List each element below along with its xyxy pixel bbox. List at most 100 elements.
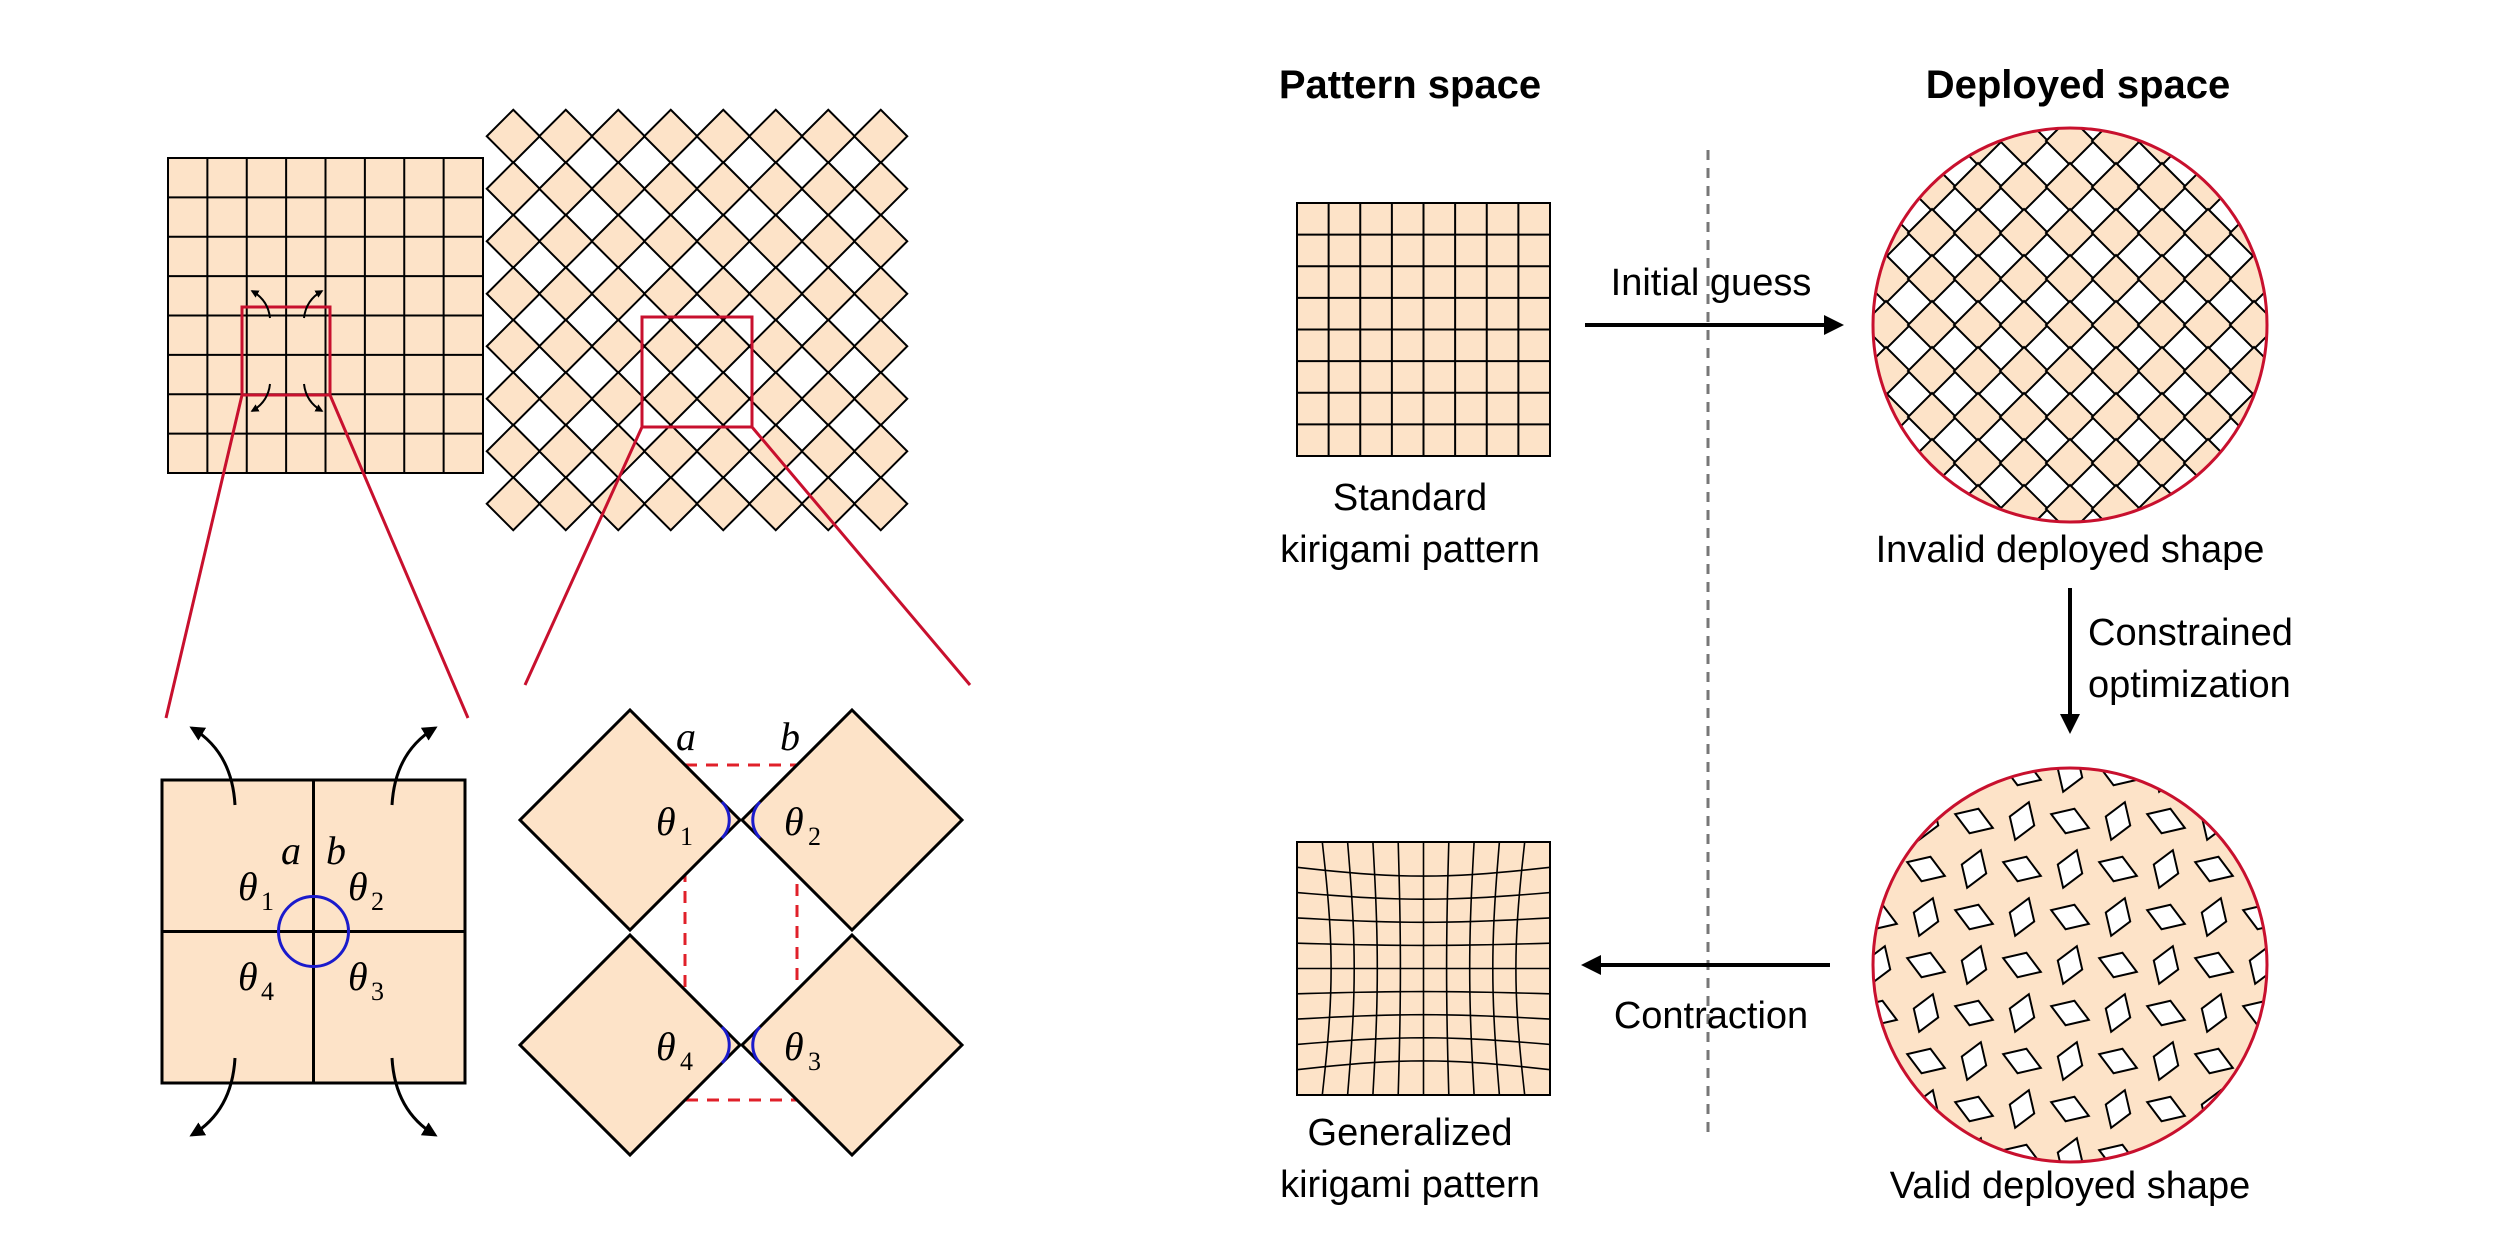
label-constrained-line2: optimization bbox=[2088, 664, 2291, 706]
valid-gap bbox=[1807, 1138, 1853, 1176]
valid-gap bbox=[2152, 1040, 2180, 1082]
invalid-tile bbox=[1952, 253, 2004, 305]
invalid-tile bbox=[1873, 161, 1912, 213]
diamond-tile bbox=[485, 318, 542, 375]
theta2-deployed: θ 2 bbox=[784, 799, 821, 851]
invalid-tile bbox=[2136, 437, 2188, 489]
svg-text:3: 3 bbox=[371, 977, 384, 1006]
invalid-tile bbox=[1952, 299, 2004, 351]
invalid-tile bbox=[2044, 161, 2096, 213]
valid-gap bbox=[2003, 702, 2041, 748]
invalid-tile bbox=[2228, 345, 2267, 397]
valid-gap bbox=[2248, 944, 2267, 986]
invalid-tile bbox=[2182, 391, 2234, 443]
invalid-tile bbox=[1952, 483, 2004, 522]
invalid-tile bbox=[1816, 439, 1864, 487]
invalid-tile bbox=[1816, 255, 1864, 303]
invalid-tile bbox=[2276, 485, 2324, 533]
invalid-tile bbox=[2228, 161, 2267, 213]
invalid-tile bbox=[1862, 71, 1910, 119]
invalid-tile bbox=[2044, 299, 2096, 351]
invalid-tile bbox=[1873, 128, 1912, 167]
diamond-tile bbox=[695, 160, 752, 217]
invalid-tile bbox=[1906, 391, 1958, 443]
invalid-tile bbox=[1873, 253, 1912, 305]
valid-gap bbox=[2049, 807, 2091, 835]
diamond-tile bbox=[695, 318, 752, 375]
label-b-closed: b bbox=[326, 828, 346, 873]
small-grid-rotation-arrows bbox=[250, 290, 324, 412]
diamond-tile bbox=[642, 370, 699, 427]
invalid-tile bbox=[2136, 391, 2188, 443]
diamond-tile bbox=[537, 423, 594, 480]
invalid-tile bbox=[1816, 393, 1864, 441]
diamond-tile bbox=[747, 265, 804, 322]
generalized-pattern-grid bbox=[1296, 841, 1551, 1096]
header-pattern-space: Pattern space bbox=[1279, 63, 1541, 107]
valid-gap bbox=[2200, 992, 2228, 1034]
valid-gap bbox=[1905, 855, 1947, 883]
invalid-tile bbox=[1998, 437, 2050, 489]
invalid-tile bbox=[1906, 207, 1958, 259]
invalid-tile bbox=[2090, 207, 2142, 259]
diamond-tile bbox=[852, 475, 909, 532]
theta2-closed: θ 2 bbox=[348, 864, 384, 916]
invalid-deployed-shape bbox=[1816, 71, 2324, 579]
invalid-tile bbox=[2136, 299, 2188, 351]
warped-line bbox=[1296, 1060, 1551, 1071]
valid-gap bbox=[2049, 999, 2091, 1027]
svg-text:θ: θ bbox=[348, 954, 368, 999]
invalid-tile bbox=[2044, 391, 2096, 443]
invalid-tile bbox=[2276, 117, 2324, 165]
diamond-tile bbox=[747, 318, 804, 375]
diamond-tile bbox=[537, 213, 594, 270]
valid-gap bbox=[1953, 1095, 1995, 1123]
valid-gap bbox=[2287, 946, 2333, 984]
valid-gap bbox=[1807, 754, 1853, 792]
label-initial-guess: Initial guess bbox=[1611, 262, 1812, 304]
invalid-tile bbox=[2136, 128, 2188, 167]
valid-gap bbox=[2001, 855, 2043, 883]
diamond-tile bbox=[537, 475, 594, 532]
invalid-tile bbox=[2136, 345, 2188, 397]
diamond-tile bbox=[590, 213, 647, 270]
invalid-tile bbox=[2228, 207, 2267, 259]
diamond-tile bbox=[852, 370, 909, 427]
diamond-tile bbox=[642, 108, 699, 165]
svg-text:2: 2 bbox=[371, 887, 384, 916]
diamond-tile bbox=[642, 160, 699, 217]
invalid-tile bbox=[1816, 347, 1864, 395]
invalid-tile bbox=[1873, 437, 1912, 489]
diamond-tile bbox=[695, 475, 752, 532]
diamond-tile bbox=[695, 213, 752, 270]
valid-gap bbox=[2193, 1047, 2235, 1075]
invalid-tile bbox=[1998, 128, 2050, 167]
invalid-tile bbox=[1816, 531, 1864, 579]
valid-gap bbox=[2104, 800, 2132, 842]
valid-deployed-shape bbox=[1807, 702, 2333, 1176]
diamond-tile bbox=[800, 370, 857, 427]
svg-text:θ: θ bbox=[238, 864, 258, 909]
invalid-tile bbox=[1873, 207, 1912, 259]
caption-valid: Valid deployed shape bbox=[1890, 1165, 2251, 1207]
diamond-tile bbox=[852, 265, 909, 322]
invalid-tile bbox=[1906, 483, 1958, 522]
valid-gap bbox=[2056, 1040, 2084, 1082]
warped-line bbox=[1515, 841, 1526, 1096]
valid-gap bbox=[2001, 951, 2043, 979]
caption-generalized-line2: kirigami pattern bbox=[1280, 1164, 1540, 1206]
invalid-tile bbox=[1906, 345, 1958, 397]
label-a-deployed: a bbox=[676, 714, 696, 759]
diamond-tile bbox=[852, 160, 909, 217]
invalid-tile bbox=[1873, 483, 1912, 522]
valid-gap bbox=[2145, 999, 2187, 1027]
diamond-tile bbox=[537, 108, 594, 165]
invalid-tile bbox=[2276, 393, 2324, 441]
valid-gap bbox=[1811, 702, 1849, 748]
invalid-tile bbox=[1952, 128, 2004, 167]
valid-gap bbox=[2200, 896, 2228, 938]
valid-gap bbox=[1807, 1042, 1853, 1080]
invalid-tile bbox=[1873, 345, 1912, 397]
invalid-tile bbox=[2090, 391, 2142, 443]
